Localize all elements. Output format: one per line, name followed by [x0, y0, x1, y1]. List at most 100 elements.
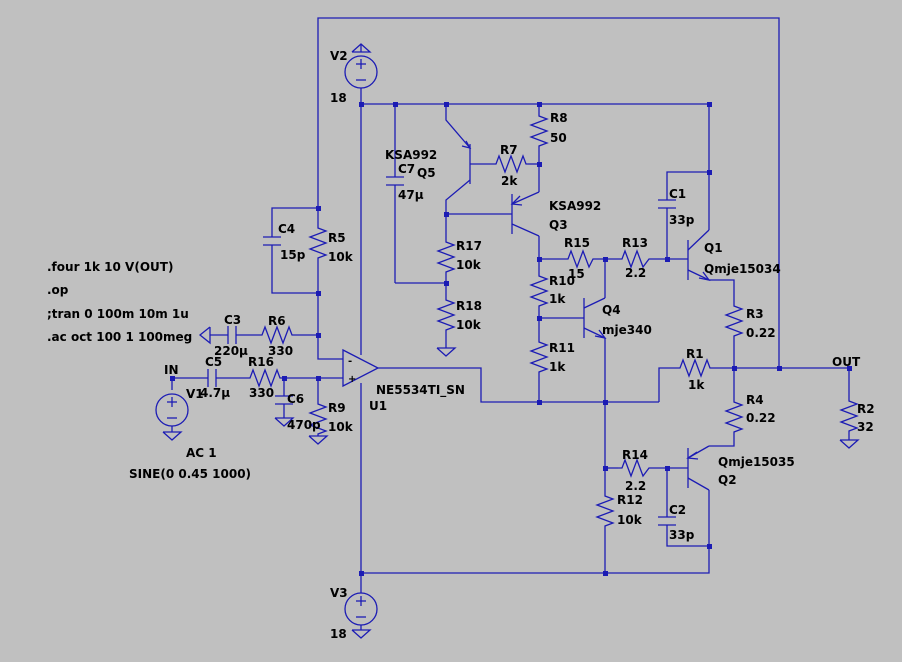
resistor-r5[interactable] — [308, 222, 328, 260]
resistor-r11[interactable] — [529, 336, 549, 375]
capacitor-c2[interactable] — [658, 505, 676, 533]
label-v1-ac: AC 1 — [186, 446, 217, 460]
label-r18: R18 — [456, 299, 482, 313]
label-v1: V1 — [186, 387, 204, 401]
voltage-source-v2[interactable] — [344, 43, 378, 92]
wire-c1-bottom — [666, 171, 709, 200]
wire-c2-bot — [666, 533, 709, 547]
junction — [847, 366, 852, 371]
ground-icon — [198, 326, 211, 345]
label-q4-value: mje340 — [602, 323, 652, 337]
capacitor-c4[interactable] — [263, 236, 281, 246]
label-c4-value: 15p — [280, 248, 306, 262]
wire-inv-in — [317, 335, 343, 360]
label-r6-value: 330 — [268, 344, 293, 358]
resistor-r18[interactable] — [436, 293, 456, 333]
junction — [359, 102, 364, 107]
junction — [732, 366, 737, 371]
junction — [316, 376, 321, 381]
label-q3: Q3 — [549, 218, 568, 232]
wire-opamp-out — [378, 367, 659, 403]
label-c3: C3 — [224, 313, 241, 327]
transistor-q1[interactable] — [687, 229, 711, 281]
ground-icon — [274, 417, 295, 427]
transistor-q5[interactable] — [461, 140, 472, 184]
label-r16-value: 330 — [249, 386, 274, 400]
label-r12: R12 — [617, 493, 643, 507]
label-c7: C7 — [398, 162, 415, 176]
resistor-r6[interactable] — [258, 325, 296, 345]
label-r9: R9 — [328, 401, 346, 415]
capacitor-c3[interactable] — [227, 326, 237, 344]
label-q2-value: Qmje15035 — [718, 455, 795, 469]
label-r8-value: 50 — [550, 131, 567, 145]
opamp-minus: - — [348, 356, 352, 367]
junction — [359, 571, 364, 576]
resistor-r13[interactable] — [618, 249, 652, 269]
resistor-r7[interactable] — [492, 154, 528, 174]
wires — [171, 17, 850, 590]
label-c1-value: 33p — [669, 213, 695, 227]
label-q5: Q5 — [417, 166, 436, 180]
directive-op[interactable]: .op — [47, 283, 69, 297]
junction — [603, 466, 608, 471]
directive-ac[interactable]: .ac oct 100 1 100meg — [47, 330, 192, 344]
label-v3: V3 — [330, 586, 348, 600]
spice-directives: .four 1k 10 V(OUT) .op ;tran 0 100m 10m … — [47, 260, 192, 344]
wire-bottom-rail — [361, 546, 710, 574]
resistor-r3[interactable] — [724, 300, 744, 340]
label-u1: U1 — [369, 399, 387, 413]
wire-q3-collector — [538, 236, 564, 260]
voltage-source-v1[interactable] — [155, 393, 189, 441]
resistor-r2[interactable] — [839, 395, 859, 435]
label-r11: R11 — [549, 341, 575, 355]
resistor-r9[interactable] — [308, 398, 328, 436]
label-net-in: IN — [164, 363, 179, 377]
resistor-r16[interactable] — [246, 368, 284, 388]
label-c3-value: 220µ — [214, 344, 248, 358]
capacitor-c7[interactable] — [386, 176, 404, 188]
junction — [537, 316, 542, 321]
resistor-r14[interactable] — [618, 458, 652, 478]
label-r14-value: 2.2 — [625, 479, 646, 493]
label-r17: R17 — [456, 239, 482, 253]
label-c6: C6 — [287, 392, 304, 406]
label-r10-value: 1k — [549, 292, 566, 306]
label-u1-value: NE5534TI_SN — [376, 383, 465, 398]
label-r18-value: 10k — [456, 318, 482, 332]
labels: V2 18 V3 18 V1 AC 1 SINE(0 0.45 1000) IN… — [129, 49, 875, 641]
resistor-r4[interactable] — [724, 396, 744, 436]
directive-tran[interactable]: ;tran 0 100m 10m 1u — [47, 307, 189, 321]
ground-icon — [308, 435, 329, 445]
junction — [444, 212, 449, 217]
label-r13: R13 — [622, 236, 648, 250]
resistor-r1[interactable] — [676, 358, 712, 378]
directive-four[interactable]: .four 1k 10 V(OUT) — [47, 260, 173, 274]
capacitor-c5[interactable] — [207, 369, 217, 387]
junction — [665, 257, 670, 262]
voltage-source-v3[interactable] — [344, 590, 378, 639]
junction — [603, 571, 608, 576]
label-q2: Q2 — [718, 473, 737, 487]
transistor-q4[interactable] — [583, 297, 607, 339]
capacitor-c6[interactable] — [275, 395, 293, 405]
junction — [316, 333, 321, 338]
resistor-r10[interactable] — [529, 270, 549, 308]
resistor-r12[interactable] — [595, 490, 615, 530]
capacitor-c1[interactable] — [658, 199, 676, 228]
resistor-r8[interactable] — [529, 110, 549, 148]
label-q5-value: KSA992 — [385, 148, 437, 162]
resistor-r17[interactable] — [436, 236, 456, 275]
transistor-q2[interactable] — [686, 445, 710, 491]
junction — [707, 102, 712, 107]
opamp-u1[interactable]: - + — [342, 348, 380, 388]
resistor-r15[interactable] — [564, 249, 596, 269]
label-r13-value: 2.2 — [625, 266, 646, 280]
junction — [444, 102, 449, 107]
transistor-q3[interactable] — [510, 191, 540, 237]
label-r15-value: 15 — [568, 267, 585, 281]
wire-top-rail — [360, 92, 710, 172]
wire-c4b — [271, 245, 318, 294]
wire-top-feedback — [317, 17, 780, 368]
